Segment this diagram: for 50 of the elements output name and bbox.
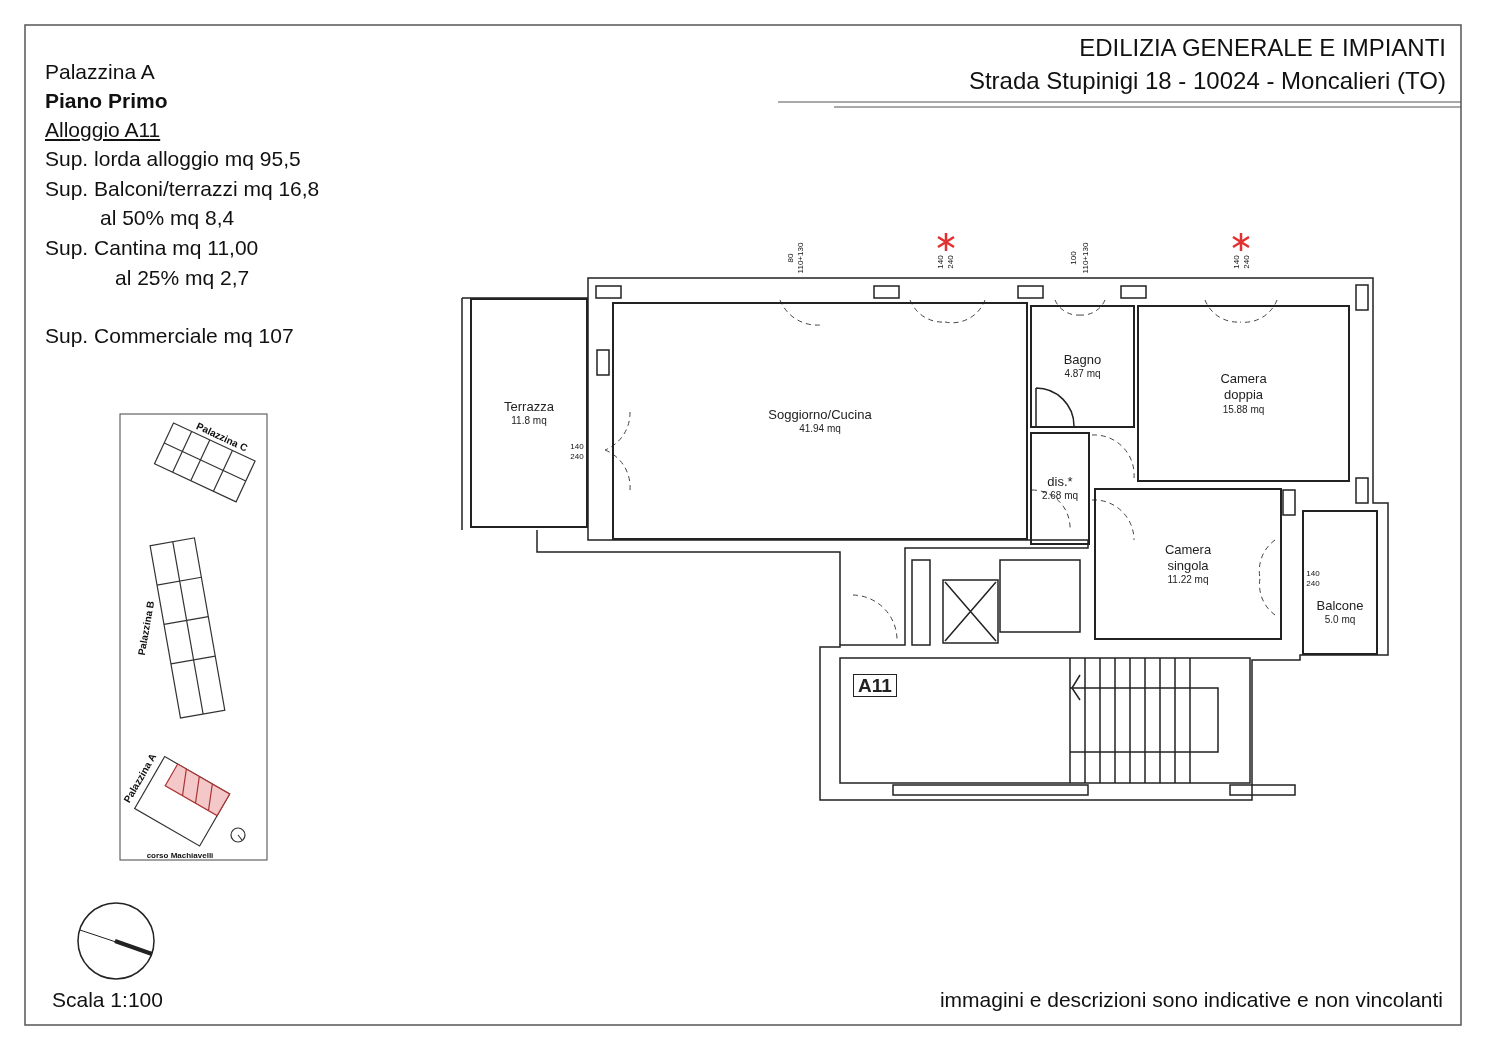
room-name: Soggiorno/Cucina [768,406,872,423]
room-area: 4.87 mq [1064,368,1101,381]
room-area: 2.68 mq [1041,490,1079,503]
area-note: Sup. Commerciale mq 107 [45,324,294,348]
dimension-text: 240 [570,452,584,462]
room-name: Camera singola [1163,541,1213,574]
dimension-text: 240 [946,255,956,269]
room-name: Terrazza [504,398,554,415]
room-name: Bagno [1063,352,1102,369]
room-name: dis.* [1047,474,1073,491]
building-label: Palazzina B [135,599,157,657]
room-area: 41.94 mq [799,422,841,436]
room [1030,305,1135,428]
room-area: 11.8 mq [511,414,547,428]
area-note: al 50% mq 8,4 [100,206,235,230]
address-text: Strada Stupinigi 18 - 10024 - Moncalieri (TO) [968,68,1446,95]
header-text: EDILIZIA GENERALE E IMPIANTI [1079,35,1446,62]
street-label: corso Machiavelli [146,851,214,861]
area-note: al 25% mq 2,7 [115,266,250,290]
dimension-text: 110+130 [796,242,806,274]
room-area: 5.0 mq [1324,614,1356,627]
unit-tag [853,674,897,697]
area-note: Sup. Cantina mq 11,00 [45,236,259,260]
area-note: Sup. Balconi/terrazzi mq 16,8 [45,177,320,201]
dimension-text: 140 [936,255,946,269]
scale-text: Scala 1:100 [52,988,163,1012]
dimension-text: 240 [1242,255,1252,269]
room [1030,432,1090,545]
room-name: Balcone [1316,598,1364,615]
building-name: Palazzina A [45,60,155,84]
room [1094,488,1282,640]
dimension-text: 140 [570,442,584,452]
dimension-text: 240 [1306,579,1320,589]
unit-name: Alloggio A11 [45,118,161,142]
room [612,302,1028,540]
room [1302,510,1378,655]
room [1137,305,1350,482]
area-note: Sup. lorda alloggio mq 95,5 [45,147,301,171]
floor-name: Piano Primo [45,89,168,113]
dimension-text: 100 [1069,251,1079,265]
room-area: 15.88 mq [1222,403,1265,416]
room [470,298,588,528]
unit-code: A11 [858,673,892,698]
disclaimer-text: immagini e descrizioni sono indicative e non vincolanti [939,988,1443,1012]
dimension-text: 80 [786,253,796,263]
room-name: Camera doppia [1219,371,1268,404]
dimension-text: 110+130 [1081,242,1091,274]
dimension-text: 140 [1306,569,1320,579]
room-area: 11.22 mq [1167,574,1209,587]
dimension-text: 140 [1232,255,1242,269]
